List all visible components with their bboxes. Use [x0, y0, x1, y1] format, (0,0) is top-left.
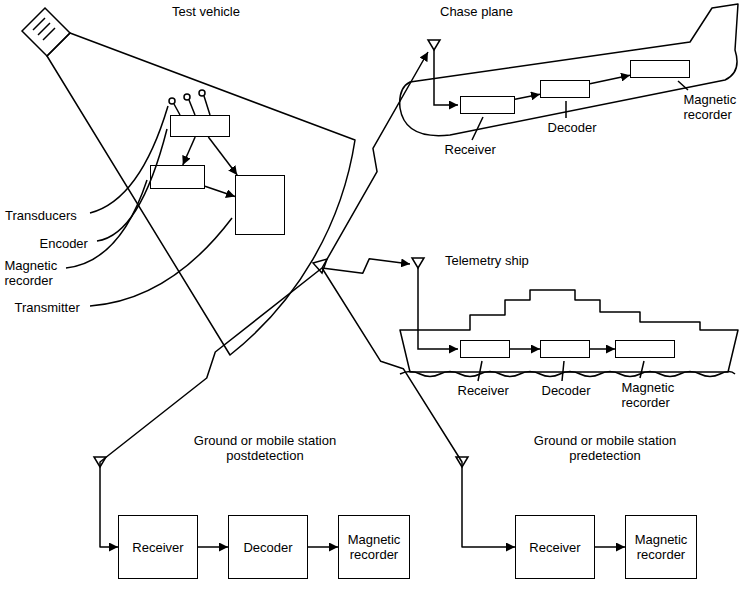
signal-arrow [595, 546, 625, 548]
antenna [428, 40, 440, 50]
leader-line [97, 129, 167, 241]
telemetry-ship-outline [400, 290, 738, 372]
signal-arrow [308, 546, 338, 548]
box-label: Magnetic recorder [631, 532, 691, 562]
signal-arrow [198, 546, 228, 548]
encoder-box: Encoder [170, 115, 230, 137]
leader-line [478, 361, 644, 381]
receiver-box: Receiver [460, 340, 510, 358]
radio-link [322, 259, 410, 273]
radio-link [100, 268, 322, 547]
radio-link [322, 268, 515, 547]
title-label: Test vehicle [172, 4, 240, 19]
decoder-box: Decoder [228, 515, 308, 579]
callout-label: Magnetic recorder [622, 380, 684, 410]
transducer-stalk [174, 96, 210, 115]
callout-label: Transducers [5, 208, 77, 223]
signal-arrow [208, 137, 237, 175]
receiver-box: Receiver [515, 515, 595, 579]
callout-label: Receiver [458, 383, 509, 398]
recorder-box: Magnetic recorder [150, 165, 205, 189]
recorder-box: Magnetic recorder [630, 60, 690, 78]
leader-line [66, 180, 147, 268]
leader-line [90, 218, 232, 306]
receiver-box: Receiver [460, 96, 515, 114]
transducer [199, 90, 205, 96]
callout-label: Transducers [5, 208, 77, 223]
leader-line [472, 81, 688, 140]
telemetry-ship: Telemetry shipReceiverDecoderMagnetic re… [395, 250, 740, 415]
recorder-box: Magnetic recorder [615, 340, 675, 358]
chase-plane: Chase planeReceiverDecoderMagnetic recor… [390, 0, 745, 175]
callout-label: Transmitter [15, 300, 80, 315]
transmitter-box: Transmitter [235, 175, 285, 235]
receiver-box: Receiver [118, 515, 198, 579]
callout-label: Encoder [40, 236, 88, 251]
decoder-box: Decoder [540, 80, 590, 98]
station-label: Ground or mobile station predetection [520, 433, 690, 463]
antenna-wire [418, 268, 458, 349]
callout-label: Magnetic recorder [684, 92, 742, 122]
antenna [412, 258, 424, 268]
callout-label: Magnetic recorder [5, 258, 67, 288]
recorder-box: Magnetic recorder [338, 515, 410, 579]
transducer [184, 94, 190, 100]
title-label: Telemetry ship [445, 253, 529, 268]
callout-label: Decoder [542, 383, 591, 398]
radio-link [322, 52, 428, 268]
box-label: Receiver [521, 540, 589, 555]
vehicle-capsule [22, 8, 70, 56]
station-label: Ground or mobile station predetection [520, 433, 690, 463]
title-label: Chase plane [440, 4, 513, 19]
signal-arrow [183, 137, 195, 165]
decoder-box: Decoder [540, 340, 590, 358]
test-vehicle: Test vehicleEncoderMagnetic recorderTran… [0, 0, 372, 365]
recorder-box: Magnetic recorder [625, 515, 697, 579]
antenna [313, 259, 327, 273]
signal-arrow [205, 186, 235, 196]
station-label: Ground or mobile station postdetection [180, 433, 350, 463]
transducer [169, 98, 175, 104]
box-label: Magnetic recorder [344, 532, 404, 562]
signal-arrow [590, 348, 615, 350]
callout-label: Receiver [445, 142, 496, 157]
box-label: Decoder [234, 540, 302, 555]
callout-label: Decoder [548, 120, 597, 135]
leader-line [90, 106, 168, 213]
signal-arrow [510, 348, 540, 350]
signal-arrow [515, 94, 540, 99]
test-vehicle-outline [47, 33, 355, 355]
chase-plane-outline [390, 0, 745, 175]
signal-arrow [590, 75, 630, 83]
capsule-detail [33, 18, 55, 40]
station-label: Ground or mobile station postdetection [180, 433, 350, 463]
box-label: Receiver [124, 540, 192, 555]
